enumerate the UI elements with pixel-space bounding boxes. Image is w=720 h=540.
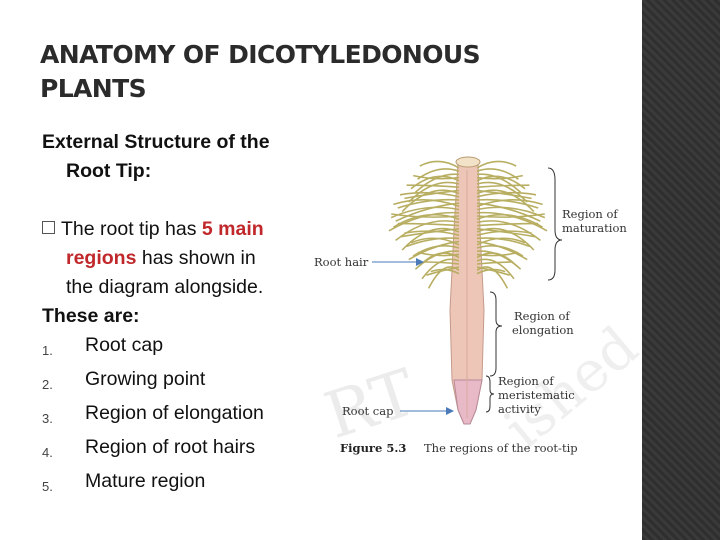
root-hair-strand: [476, 191, 537, 198]
regions-list: 1.Root cap 2.Growing point 3.Region of e…: [42, 331, 312, 501]
label-elongation-1: Region of: [514, 309, 570, 323]
root-hair-strand: [424, 261, 460, 265]
label-meristem-1: Region of: [498, 374, 554, 388]
root-hair-strand: [419, 160, 460, 169]
root-hair-strand: [476, 198, 539, 209]
list-item: 4.Region of root hairs: [42, 436, 256, 460]
title-line-1: ANATOMY OF DICOTYLEDONOUS: [40, 40, 481, 69]
label-meristem-3: activity: [498, 402, 541, 416]
label-meristem-2: meristematic: [498, 388, 575, 402]
root-tip-figure: RT ished Root hair Region of maturation …: [314, 156, 640, 462]
list-item: 3.Region of elongation: [42, 402, 264, 426]
root-hair-strand: [476, 230, 532, 236]
root-hair-strand: [393, 199, 460, 208]
slide-body: External Structure of the Root Tip: The …: [42, 128, 312, 501]
bullet-paragraph: The root tip has 5 main regions has show…: [42, 215, 312, 302]
root-hair-strand: [404, 230, 460, 236]
root-hair-strand: [397, 198, 460, 209]
root-hair-strand: [476, 222, 539, 227]
root-hair-strand: [404, 189, 460, 200]
root-hair-strand: [476, 237, 526, 246]
label-maturation-2: maturation: [562, 221, 627, 235]
bullet-highlight-1: 5 main: [201, 218, 264, 240]
root-hairs: [388, 160, 548, 289]
root-hair-strand: [410, 237, 460, 246]
label-maturation-1: Region of: [562, 207, 618, 221]
root-hair-strand: [476, 268, 506, 275]
bullet-highlight-2: regions: [66, 247, 137, 269]
root-hair-strand: [406, 237, 460, 248]
bullet-pre: The root tip has: [61, 218, 202, 240]
figure-caption-text: The regions of the root-tip: [424, 441, 578, 455]
subheading-line-2: Root Tip:: [66, 160, 152, 182]
root-hair-strand: [476, 199, 543, 208]
root-cap-shape: [453, 379, 483, 425]
bullet-post: has shown in: [136, 247, 256, 269]
root-hair-strand: [399, 228, 460, 238]
list-item: 1.Root cap: [42, 334, 164, 358]
root-hair-strand: [430, 268, 460, 275]
root-hair-strand: [476, 261, 512, 265]
root-hair-strand: [412, 245, 460, 257]
root-hair-strand: [476, 252, 517, 267]
root-hair-strand: [413, 174, 460, 180]
label-root-hair: Root hair: [314, 255, 369, 269]
list-item: 5.Mature region: [42, 470, 206, 494]
root-hair-strand: [476, 251, 519, 257]
root-hair-strand: [476, 184, 530, 188]
figure-caption-number: Figure 5.3: [340, 441, 406, 455]
label-elongation-2: elongation: [512, 323, 574, 337]
label-root-cap: Root cap: [342, 404, 393, 418]
subheading-line-1: External Structure of the: [42, 131, 270, 153]
bullet-line-3: the diagram alongside.: [66, 276, 264, 298]
root-hair-strand: [476, 245, 524, 257]
root-hair-strand: [476, 237, 530, 248]
root-hair-strand: [476, 228, 537, 238]
root-hair-strand: [417, 251, 460, 257]
root-hair-strand: [476, 160, 517, 169]
title-line-2: PLANTS: [40, 74, 147, 103]
list-item: 2.Growing point: [42, 368, 206, 392]
these-are-label: These are:: [42, 305, 140, 327]
root-hair-strand: [399, 191, 460, 198]
root-hair-strand: [419, 252, 460, 267]
root-illustration: [388, 156, 548, 425]
root-hair-strand: [406, 184, 460, 188]
bullet-box-icon: [42, 221, 55, 235]
root-hair-strand: [397, 222, 460, 227]
root-hair-strand: [476, 174, 523, 180]
root-hair-strand: [476, 189, 532, 200]
decorative-side-band: [642, 0, 720, 540]
slide-title: ANATOMY OF DICOTYLEDONOUS PLANTS: [40, 38, 580, 106]
